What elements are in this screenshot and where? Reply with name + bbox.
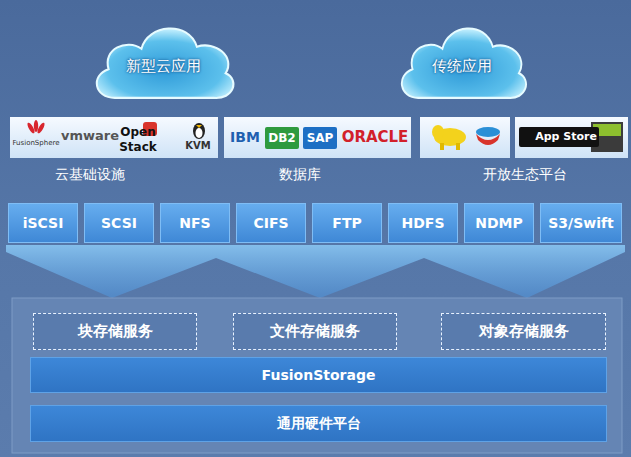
logo-text: DB2 [265,127,299,149]
cloud-outline [402,28,526,98]
logo-text: IBM [228,128,262,146]
node-text: iSCSI [23,215,64,231]
platform-band: 通用硬件平台 [30,405,607,442]
category-label: 数据库 [250,165,350,183]
category-label: 云基础设施 [30,165,150,183]
logo-text: vmware [60,127,120,144]
protocol-box: FTP [312,203,382,243]
logo-strip [420,117,510,158]
protocol-box: HDFS [388,203,458,243]
node-text: CIFS [253,215,288,231]
logo-text: KVM [180,139,216,152]
logo-strip [10,117,218,158]
node-text: 块存储服务 [78,322,153,341]
funnel-arrows [6,245,625,298]
node-text: HDFS [402,215,445,231]
node-text: NDMP [475,215,523,231]
node-text: 对象存储服务 [479,322,569,341]
logo-text: App Store [519,127,599,147]
service-box: 块存储服务 [33,313,197,350]
elephant-icon [432,125,466,150]
protocol-box: NFS [160,203,230,243]
protocol-box: CIFS [236,203,306,243]
protocol-box: SCSI [84,203,154,243]
penguin-icon [193,123,205,139]
protocol-box: NDMP [464,203,534,243]
node-text: 文件存储服务 [270,322,360,341]
cloud-outline [97,28,234,98]
node-text: FTP [332,215,361,231]
db-icon [476,127,500,145]
logo-strip [515,117,628,158]
category-label: 开放生态平台 [465,165,585,183]
node-text: 通用硬件平台 [277,415,361,433]
cloud-node: 传统应用 [392,16,532,104]
service-box: 文件存储服务 [233,313,397,350]
logo-text: Open Stack [116,125,160,155]
platform-band: FusionStorage [30,357,607,393]
logo-strip [224,117,411,158]
node-text: FusionStorage [262,367,376,383]
storage-panel [12,298,622,453]
protocol-box: S3/Swift [540,203,622,243]
logo-text: FusionSphere [12,139,60,148]
protocol-box: iSCSI [8,203,78,243]
node-text: S3/Swift [548,215,614,231]
service-box: 对象存储服务 [441,313,606,350]
cloud-node: 新型云应用 [86,16,240,104]
logo-text: SAP [303,127,337,149]
huawei-logo [26,120,46,134]
node-text: SCSI [101,215,137,231]
logo-text: ORACLE [340,127,410,147]
node-text: 新型云应用 [126,57,201,76]
node-text: 传统应用 [432,57,492,76]
node-text: NFS [179,215,210,231]
